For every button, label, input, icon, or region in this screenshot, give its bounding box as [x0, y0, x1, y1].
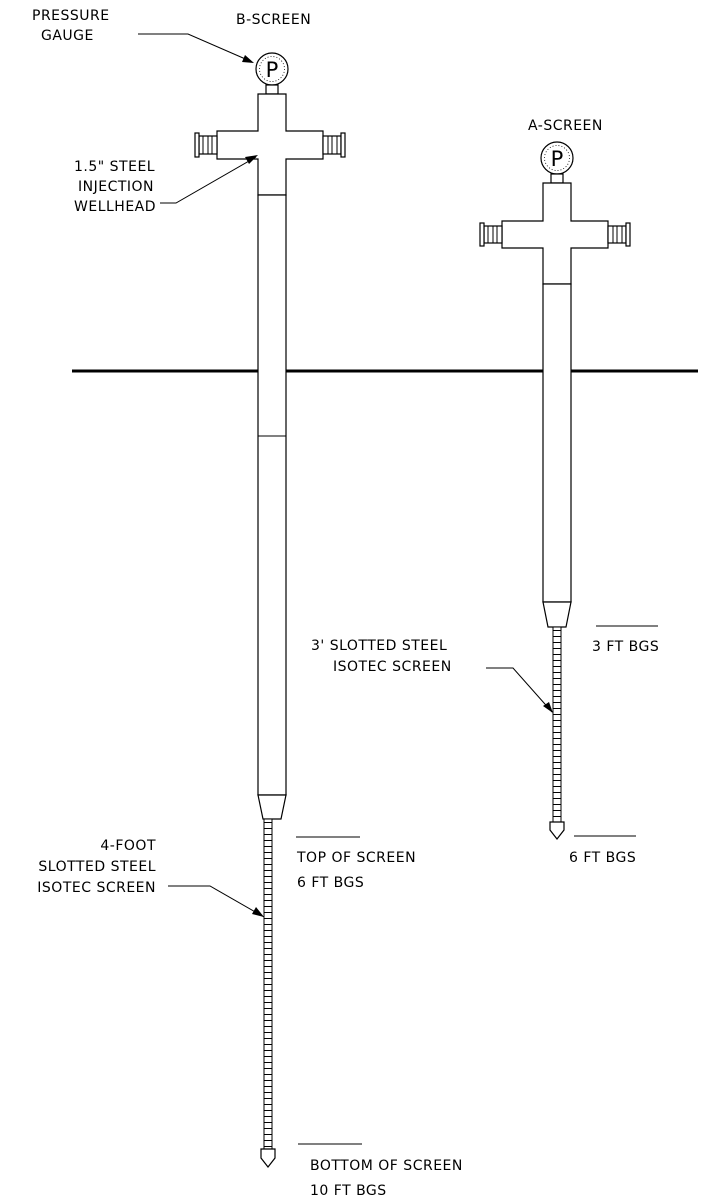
- b-top-label-1: TOP OF SCREEN: [296, 850, 416, 866]
- a-screen-label-2: ISOTEC SCREEN: [333, 659, 452, 675]
- well-b-title: B-SCREEN: [236, 12, 311, 28]
- b-screen-label-2: SLOTTED STEEL: [38, 859, 156, 875]
- b-screen-arrowhead: [252, 907, 264, 917]
- wellhead-callout-line-2: INJECTION: [78, 179, 154, 195]
- gauge-letter-a: P: [551, 147, 564, 171]
- gauge-callout: PRESSURE GAUGE: [32, 8, 254, 63]
- wellhead-arrowhead: [245, 155, 258, 164]
- wellhead-callout-line-3: WELLHEAD: [74, 199, 156, 215]
- gauge-callout-line-1: PRESSURE: [32, 8, 110, 24]
- slotted-screen-a: [552, 626, 562, 823]
- slotted-screen: [263, 818, 273, 1150]
- reducer: [257, 794, 287, 820]
- b-screen-leader: [168, 885, 265, 918]
- gauge-leader: [138, 33, 251, 62]
- a-screen-arrowhead: [543, 702, 553, 713]
- right-valve-icon-a: [607, 222, 631, 247]
- a-screen-label-1: 3' SLOTTED STEEL: [311, 638, 447, 654]
- right-valve-icon: [322, 132, 346, 158]
- pressure-gauge-icon-a: P: [540, 141, 574, 184]
- wellhead-callout: 1.5" STEEL INJECTION WELLHEAD: [74, 155, 258, 215]
- gauge-callout-line-2: GAUGE: [41, 28, 94, 44]
- riser-pipe: [257, 194, 287, 796]
- cross-fitting-a: [501, 182, 609, 285]
- b-bottom-label-1: BOTTOM OF SCREEN: [310, 1158, 463, 1174]
- gauge-arrowhead: [242, 55, 254, 63]
- cross-fitting: [216, 93, 324, 196]
- well-b: B-SCREEN P: [37, 12, 463, 1199]
- b-screen-label-1: 4-FOOT: [100, 838, 156, 854]
- well-a-title: A-SCREEN: [528, 118, 603, 134]
- pressure-gauge-icon: P: [255, 52, 289, 95]
- gauge-letter: P: [266, 58, 279, 82]
- riser-pipe-a: [542, 283, 572, 603]
- b-screen-label-3: ISOTEC SCREEN: [37, 880, 156, 896]
- left-valve-icon-a: [479, 222, 503, 247]
- drive-point: [260, 1148, 276, 1168]
- drive-point-a: [549, 821, 565, 840]
- wellhead-callout-line-1: 1.5" STEEL: [74, 159, 155, 175]
- left-valve-icon: [194, 132, 218, 158]
- b-top-label-2: 6 FT BGS: [297, 875, 364, 891]
- a-screen-leader: [486, 667, 553, 713]
- wellhead-leader: [160, 156, 257, 204]
- b-bottom-label-2: 10 FT BGS: [310, 1183, 387, 1199]
- a-top-label: 3 FT BGS: [592, 639, 659, 655]
- well-a: A-SCREEN P 3 FT BGS 6: [311, 118, 659, 866]
- reducer-a: [542, 601, 572, 628]
- a-bottom-label: 6 FT BGS: [569, 850, 636, 866]
